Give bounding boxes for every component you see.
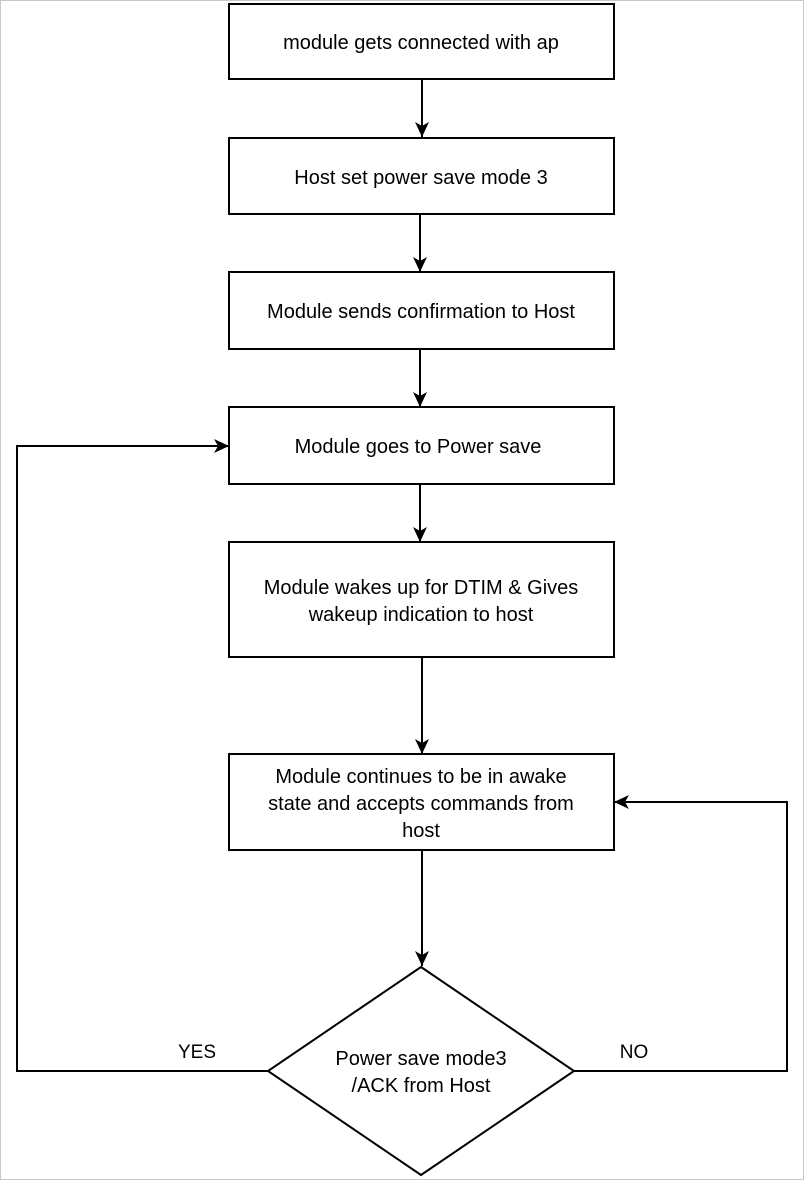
arrow-no-loop <box>574 795 788 1072</box>
connectors <box>16 79 788 1072</box>
node-wakeup-line-2: wakeup indication to host <box>308 604 534 626</box>
process-box-connect: module gets connected with ap <box>228 3 615 80</box>
decision-diamond: Power save mode3 /ACK from Host <box>266 965 576 1177</box>
process-box-confirmation: Module sends confirmation to Host <box>228 271 615 350</box>
arrow-yes-loop <box>16 439 268 1072</box>
node-awake-line-3: host <box>402 820 440 842</box>
node-wakeup-line-1: Module wakes up for DTIM & Gives <box>264 577 579 599</box>
process-box-awake: Module continues to be in awake state an… <box>228 753 615 851</box>
node-awake-line-2: state and accepts commands from <box>268 793 574 815</box>
node-decision-line-1: Power save mode3 <box>335 1048 506 1070</box>
process-box-wakeup: Module wakes up for DTIM & Gives wakeup … <box>228 541 615 658</box>
node-confirm-line-1: Module sends confirmation to Host <box>267 301 575 323</box>
edge-label-no: NO <box>620 1042 649 1063</box>
node-awake-line-1: Module continues to be in awake <box>275 766 566 788</box>
node-connect-line-1: module gets connected with ap <box>283 32 559 54</box>
process-box-power-save: Module goes to Power save <box>228 406 615 485</box>
edge-label-yes: YES <box>178 1042 216 1063</box>
process-box-set-power-save: Host set power save mode 3 <box>228 137 615 215</box>
node-decision-line-2: /ACK from Host <box>352 1075 491 1097</box>
node-power-save-line-1: Module goes to Power save <box>295 436 542 458</box>
node-set-ps-line-1: Host set power save mode 3 <box>294 167 547 189</box>
